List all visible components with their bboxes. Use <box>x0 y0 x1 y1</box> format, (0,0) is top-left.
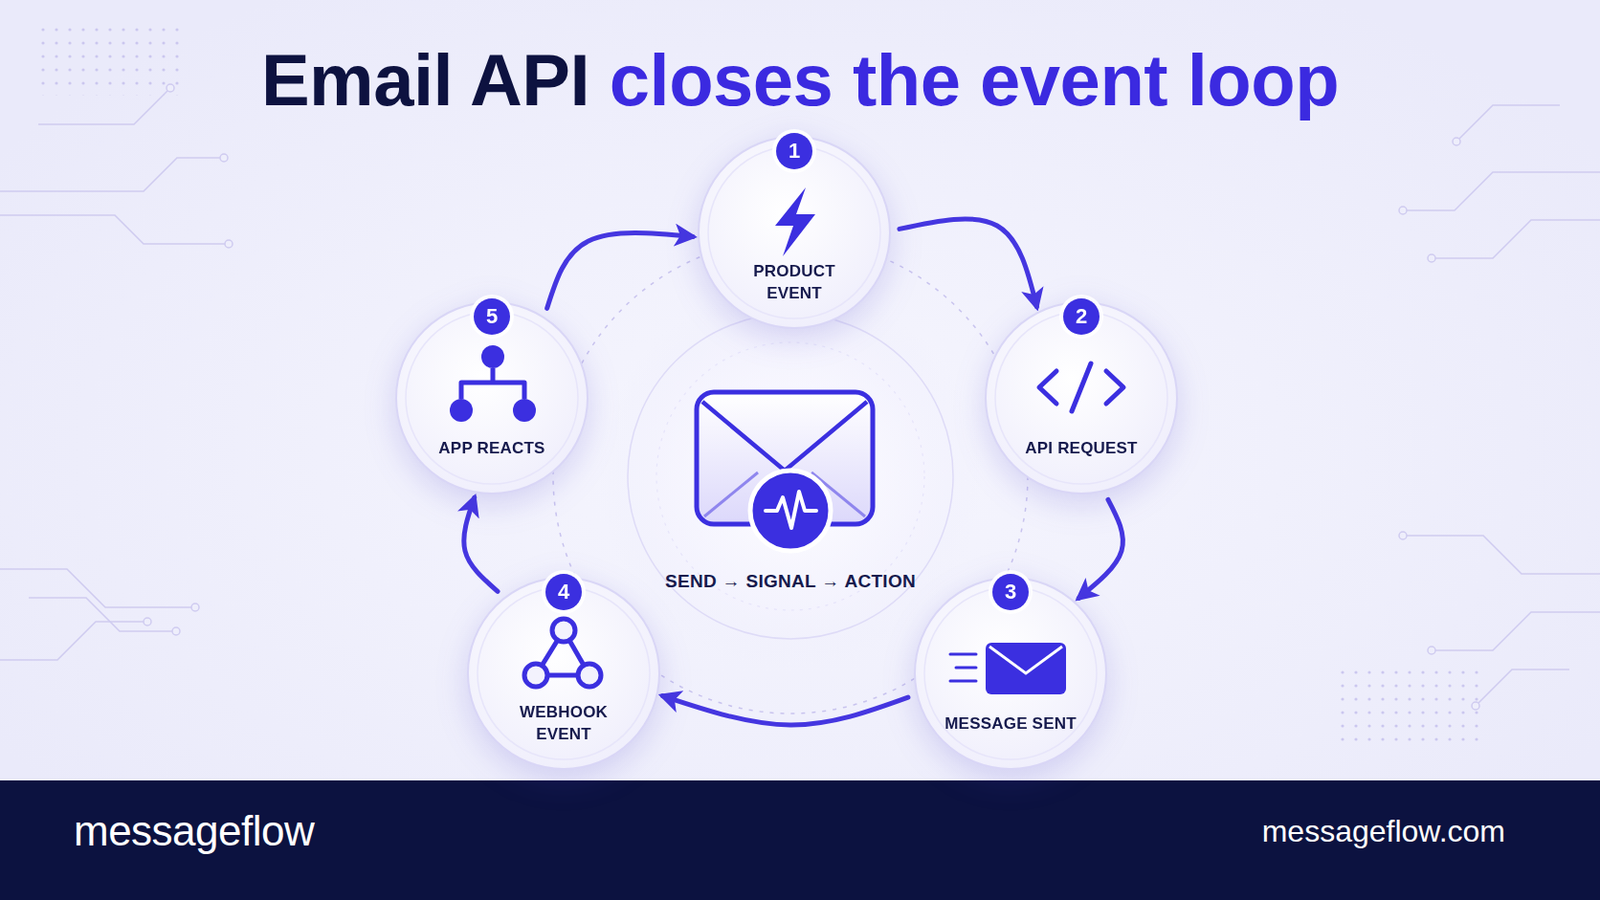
signal-badge <box>750 470 831 552</box>
circuit-line <box>1459 105 1560 139</box>
mail-body <box>985 643 1067 695</box>
circle-inner-ring <box>708 146 881 319</box>
circuit-line <box>28 598 173 632</box>
step-label: MESSAGE SENT <box>924 712 1097 735</box>
circuit-pad <box>1452 137 1461 146</box>
flow-arrow <box>547 233 693 310</box>
circuit-line <box>38 90 168 125</box>
circuit-pad <box>166 84 175 92</box>
step-label: PRODUCT EVENT <box>736 260 852 305</box>
flow-arrow <box>1078 499 1123 599</box>
step-circle: 4WEBHOOK EVENT <box>466 576 662 772</box>
step-circle: 2API REQUEST <box>983 300 1179 496</box>
circuit-pad <box>1399 532 1407 540</box>
flow-arrow <box>662 696 909 726</box>
step-circle: 1PRODUCT EVENT <box>696 134 892 331</box>
circuit-line <box>0 215 225 245</box>
circuit-pad <box>172 627 180 636</box>
step-number: 2 <box>1063 298 1100 335</box>
circle-inner-ring <box>924 587 1097 760</box>
step-label: APP REACTS <box>405 437 578 460</box>
circuit-pad <box>1427 646 1436 655</box>
circuit-line <box>0 622 144 661</box>
circuit-pad <box>191 603 200 612</box>
step-number: 1 <box>776 133 813 170</box>
step-label: API REQUEST <box>995 437 1168 460</box>
code-bracket <box>1039 371 1057 404</box>
step-number: 5 <box>473 298 511 335</box>
circuit-line <box>0 157 221 192</box>
circuit-line <box>1478 669 1570 704</box>
circuit-line <box>0 569 192 608</box>
inner-ring <box>656 342 925 611</box>
diagram-title: Email API closes the event loop <box>261 34 1339 127</box>
tree-dot <box>449 399 473 423</box>
circuit-line <box>1435 612 1600 651</box>
step-number: 3 <box>992 574 1029 611</box>
circle-inner-ring <box>477 587 650 760</box>
mail-icon <box>950 643 1067 695</box>
dot-grid <box>1339 669 1484 751</box>
mail-flap <box>989 646 1063 674</box>
step-label: WEBHOOK EVENT <box>506 701 622 746</box>
tree-branches <box>461 368 525 400</box>
webhook-dot <box>577 664 601 688</box>
circle-inner-ring <box>405 311 578 485</box>
tree-dot <box>481 345 505 369</box>
speed-line <box>955 666 977 670</box>
circuit-line <box>1406 172 1600 211</box>
circuit-pad <box>1471 702 1480 711</box>
webhook-dot <box>524 664 548 688</box>
circuit-line <box>1435 220 1600 259</box>
circle-inner-ring <box>995 311 1168 485</box>
circuit-pad <box>220 154 228 162</box>
circuit-decoration <box>0 90 1600 704</box>
step-number: 4 <box>545 574 582 611</box>
step-circle: 5APP REACTS <box>394 300 590 496</box>
inner-ring <box>627 313 954 640</box>
step-circle: 3MESSAGE SENT <box>912 576 1109 772</box>
bolt-icon <box>775 187 816 257</box>
webhook-links <box>535 630 590 676</box>
circuit-pads <box>143 84 1480 711</box>
circuit-pad <box>143 618 152 626</box>
code-slash <box>1071 363 1091 412</box>
speed-line <box>950 653 977 657</box>
circuit-line <box>1406 535 1600 575</box>
title-bar: Email API closes the event loop <box>0 34 1600 127</box>
code-bracket <box>1106 371 1124 404</box>
center-glow <box>599 285 982 668</box>
webhook-icon <box>524 619 601 688</box>
circuit-pad <box>1399 206 1407 215</box>
footer-band <box>0 780 1600 900</box>
pulse-line <box>765 491 817 529</box>
flow-arrow <box>464 497 498 592</box>
circuit-pad <box>1427 254 1436 263</box>
flow-arrow <box>899 219 1038 308</box>
code-icon <box>1039 363 1124 412</box>
circuit-pad <box>224 240 233 248</box>
speed-line <box>950 680 977 684</box>
webhook-dot <box>552 619 576 643</box>
tree-dot <box>512 399 536 423</box>
dot-grid <box>38 23 182 96</box>
envelope-flap <box>702 401 867 471</box>
tree-icon <box>449 345 536 423</box>
